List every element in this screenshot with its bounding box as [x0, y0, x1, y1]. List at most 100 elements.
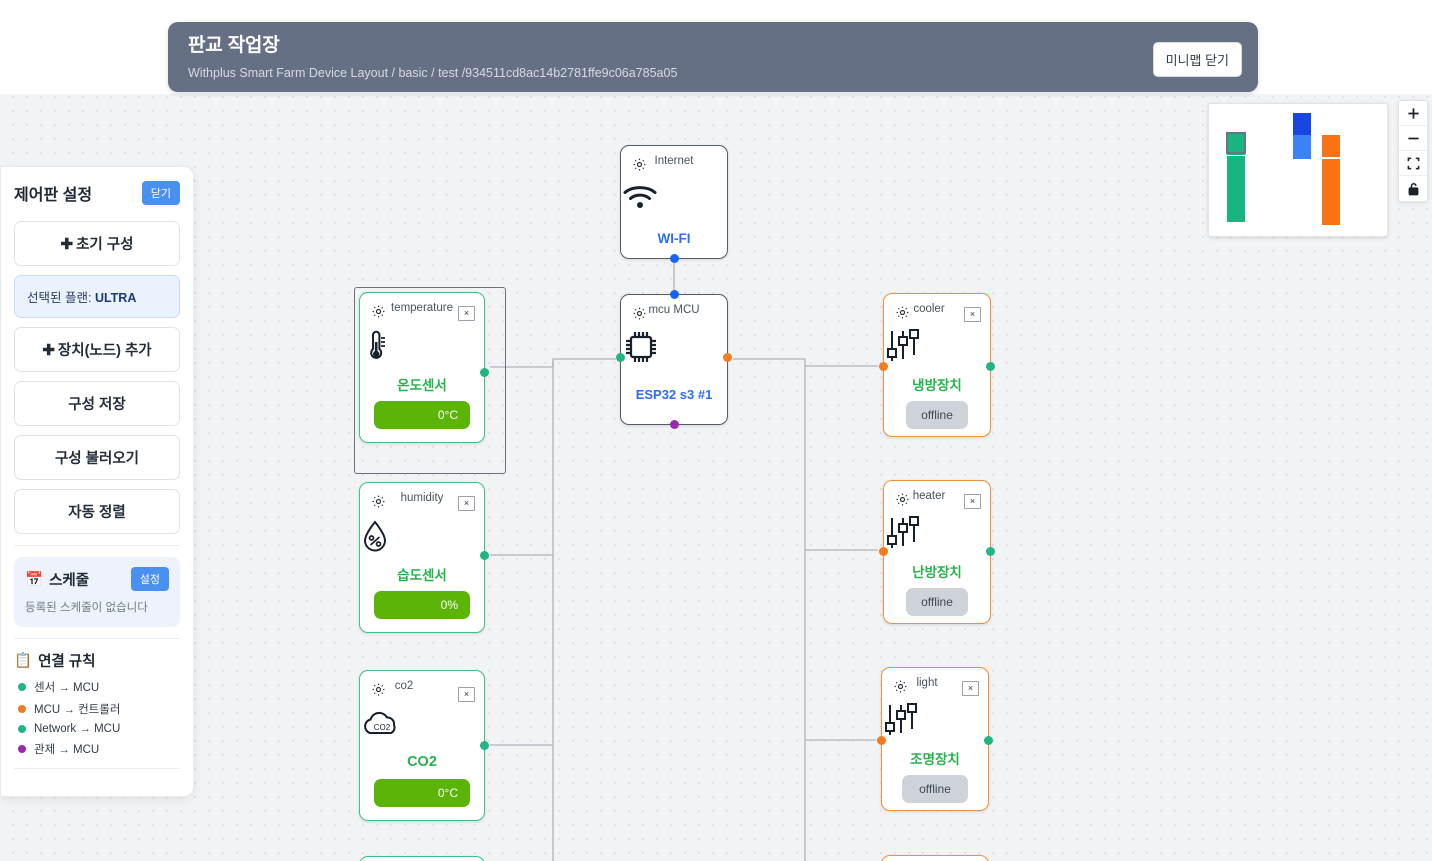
node-label: CO2 [407, 754, 437, 770]
connection-rules-title: 연결 규칙 [38, 654, 96, 670]
handle-right[interactable] [480, 741, 489, 750]
auto-align-button[interactable]: 자동 정렬 [14, 489, 180, 534]
handle-right[interactable] [480, 368, 489, 377]
handle-right[interactable] [984, 736, 993, 745]
node-light[interactable]: light × 조명장치 offline [877, 667, 993, 811]
sliders-icon [884, 329, 990, 363]
gear-icon[interactable] [371, 494, 386, 509]
selected-plan-value: ULTRA [94, 291, 137, 305]
close-icon[interactable]: × [458, 687, 475, 702]
fit-view-icon[interactable] [1399, 151, 1427, 176]
clipboard-icon: 📋 [14, 653, 33, 669]
rule-item-network-mcu: Network → MCU [14, 723, 180, 735]
node-humidity[interactable]: humidity × 습도센서 0% [359, 482, 489, 633]
load-config-button[interactable]: 구성 불러오기 [14, 435, 180, 480]
gear-icon[interactable] [371, 304, 386, 319]
close-icon[interactable]: × [962, 681, 979, 696]
handle-left[interactable] [879, 362, 888, 371]
gear-icon[interactable] [632, 306, 647, 321]
handle-bottom[interactable] [669, 254, 679, 263]
schedule-settings-button[interactable]: 설정 [130, 567, 169, 591]
node-label: 냉방장치 [912, 378, 962, 393]
node-temperature[interactable]: temperature × 온도센서 0°C [359, 292, 489, 443]
minimap-node-sensor [1227, 178, 1245, 200]
close-icon[interactable]: × [964, 307, 981, 322]
gear-icon[interactable] [895, 492, 910, 507]
selected-plan-box: 선택된 플랜: ULTRA [14, 275, 180, 318]
handle-left[interactable] [616, 352, 625, 362]
node-label: ESP32 s3 #1 [635, 387, 713, 402]
humidity-droplet-icon [360, 519, 484, 553]
node-type-label: co2 [394, 680, 414, 692]
add-node-button[interactable]: ✚장치(노드) 추가 [14, 327, 180, 372]
minimap-node-controller [1322, 135, 1340, 157]
co2-cloud-icon: CO2 [360, 709, 484, 737]
zoom-out-icon[interactable] [1399, 126, 1427, 151]
schedule-header: 📅 스케줄 설정 [25, 567, 169, 591]
handle-right[interactable] [986, 547, 995, 556]
panel-divider-3 [14, 768, 180, 769]
sliders-icon [882, 703, 988, 737]
workspace-header: 판교 작업장 Withplus Smart Farm Device Layout… [168, 22, 1258, 92]
gear-icon[interactable] [895, 305, 910, 320]
minimap-node-sensor [1227, 200, 1245, 222]
gear-icon[interactable] [632, 157, 647, 172]
node-type-label: light [916, 677, 938, 689]
handle-left[interactable] [877, 736, 886, 745]
node-type-label: Internet [654, 155, 694, 167]
gear-icon[interactable] [893, 679, 908, 694]
node-cooler[interactable]: cooler × 냉방장치 offline [879, 293, 995, 437]
handle-right[interactable] [480, 551, 489, 560]
minimap-node-controller [1322, 159, 1340, 181]
node-label: 습도센서 [397, 568, 447, 583]
rule-item-monitor-mcu: 관제 → MCU [14, 741, 180, 757]
node-mcu[interactable]: mcu MCU ESP32 s3 #1 [616, 290, 732, 429]
panel-divider-2 [14, 638, 180, 639]
rule-label: 센서 → MCU [34, 682, 100, 694]
minimap-toggle-button[interactable]: 미니맵 닫기 [1152, 42, 1242, 77]
node-heater[interactable]: heater × 난방장치 offline [879, 480, 995, 624]
gear-icon[interactable] [371, 682, 386, 697]
sensor-value-pill: 0°C [374, 401, 470, 429]
connection-rules-title-group: 📋 연결 규칙 [14, 650, 180, 671]
handle-left[interactable] [879, 547, 888, 556]
handle-right[interactable] [986, 362, 995, 371]
calendar-icon: 📅 [25, 571, 44, 588]
node-sensor-partial[interactable] [359, 856, 485, 861]
minimap-node-controller [1322, 203, 1340, 225]
node-internet[interactable]: Internet WI-FI [620, 145, 728, 263]
minimap-viewport[interactable] [1226, 132, 1246, 154]
init-config-button[interactable]: ✚초기 구성 [14, 221, 180, 266]
minimap-node-mcu [1293, 135, 1311, 159]
rule-item-sensor-mcu: 센서 → MCU [14, 679, 180, 695]
schedule-empty-text: 등록된 스케줄이 없습니다 [25, 602, 148, 614]
rule-label: MCU → 컨트롤러 [34, 704, 121, 716]
schedule-title: 스케줄 [49, 572, 90, 589]
plus-icon: ✚ [60, 236, 74, 253]
rule-item-mcu-controller: MCU → 컨트롤러 [14, 701, 180, 717]
handle-right[interactable] [723, 352, 732, 362]
rule-color-dot [18, 705, 26, 713]
minimap[interactable] [1208, 103, 1388, 237]
close-panel-button[interactable]: 닫기 [141, 181, 180, 205]
sensor-value-pill: 0% [374, 591, 470, 619]
control-panel-header: 제어판 설정 닫기 [14, 181, 180, 205]
save-config-button[interactable]: 구성 저장 [14, 381, 180, 426]
node-co2[interactable]: co2 × CO2 CO2 0°C [359, 670, 489, 821]
close-icon[interactable]: × [458, 496, 475, 511]
handle-bottom[interactable] [669, 420, 679, 429]
node-label: 조명장치 [910, 752, 960, 767]
close-icon[interactable]: × [458, 306, 475, 321]
node-controller-partial[interactable] [881, 855, 989, 861]
node-label: 난방장치 [912, 565, 962, 580]
minimap-node-internet [1293, 113, 1311, 135]
control-panel: 제어판 설정 닫기 ✚초기 구성 선택된 플랜: ULTRA ✚장치(노드) 추… [0, 166, 194, 797]
zoom-in-icon[interactable] [1399, 101, 1427, 126]
handle-top[interactable] [669, 290, 679, 299]
schedule-card: 📅 스케줄 설정 등록된 스케줄이 없습니다 [14, 557, 180, 627]
lock-icon[interactable] [1399, 176, 1427, 201]
node-type-label: temperature [390, 302, 453, 314]
close-icon[interactable]: × [964, 494, 981, 509]
sensor-value-pill: 0°C [374, 779, 470, 807]
